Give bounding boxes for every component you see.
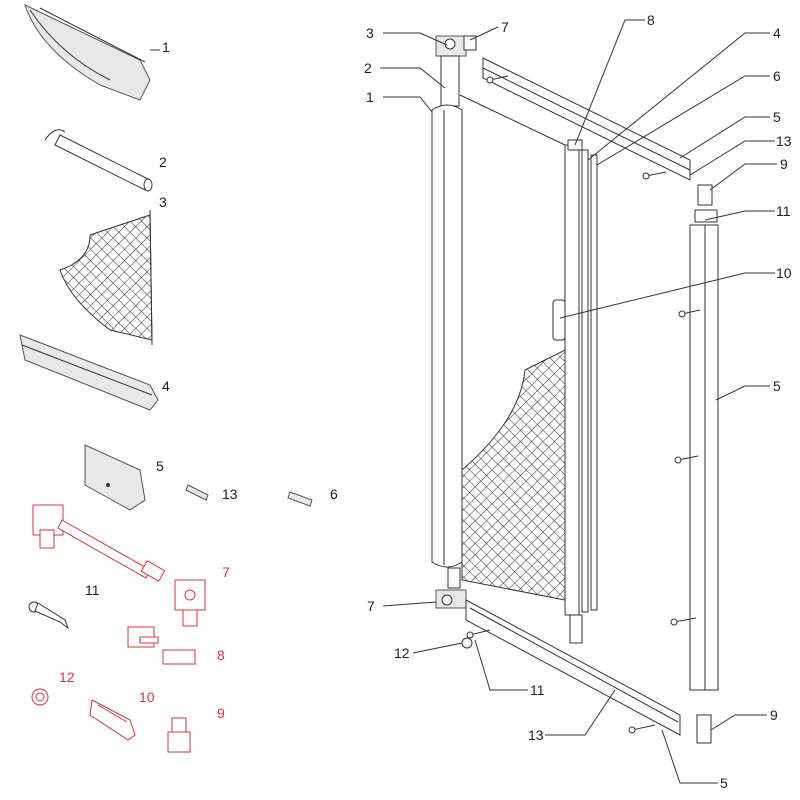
part-3-mesh [59,209,153,346]
callout-7-bottom: 7 [367,598,375,614]
callout-12: 12 [394,645,410,661]
callout-4: 4 [773,25,781,41]
callout-2: 2 [364,60,372,76]
part-11-screw [28,601,70,630]
callout-11-top: 11 [776,203,791,219]
callout-13-top: 13 [776,133,792,149]
callout-5-top: 5 [773,109,781,125]
label-part-7: 7 [222,564,230,580]
callout-9-bottom: 9 [770,707,778,723]
label-part-2: 2 [159,154,167,170]
label-part-10: 10 [139,689,155,705]
callout-8: 8 [647,12,655,28]
part-13-clip [185,484,209,501]
callout-5-mid: 5 [773,378,781,394]
callout-7-top: 7 [501,19,509,35]
label-part-12: 12 [59,669,75,685]
label-part-3: 3 [159,194,167,210]
label-part-13: 13 [222,486,238,502]
assembly [431,35,719,744]
leader-lines [380,19,777,784]
part-10-handle [89,699,136,741]
part-5-profile [84,444,146,511]
part-7-roller-assembly [32,504,206,627]
label-part-9: 9 [217,705,225,721]
label-part-5: 5 [156,458,164,474]
callout-5-bottom: 5 [720,775,728,791]
callout-11-bottom: 11 [530,682,545,698]
part-2-tube [44,129,153,192]
label-part-8: 8 [217,647,225,663]
callout-6: 6 [773,68,781,84]
label-part-1: 1 [162,39,170,55]
label-part-11: 11 [85,582,100,598]
part-12-cap [31,688,49,706]
callout-9-top: 9 [780,156,788,172]
label-part-6: 6 [330,486,338,502]
callout-13-bottom: 13 [528,727,544,743]
callout-1: 1 [366,89,374,105]
callout-3: 3 [366,25,374,41]
part-1-profile [24,4,160,101]
callout-10: 10 [776,265,792,281]
part-4-profile [19,334,159,411]
part-9-end-cap [167,717,191,753]
label-part-4: 4 [162,378,170,394]
part-8-stopper [127,626,196,665]
part-6-clip [287,491,313,507]
